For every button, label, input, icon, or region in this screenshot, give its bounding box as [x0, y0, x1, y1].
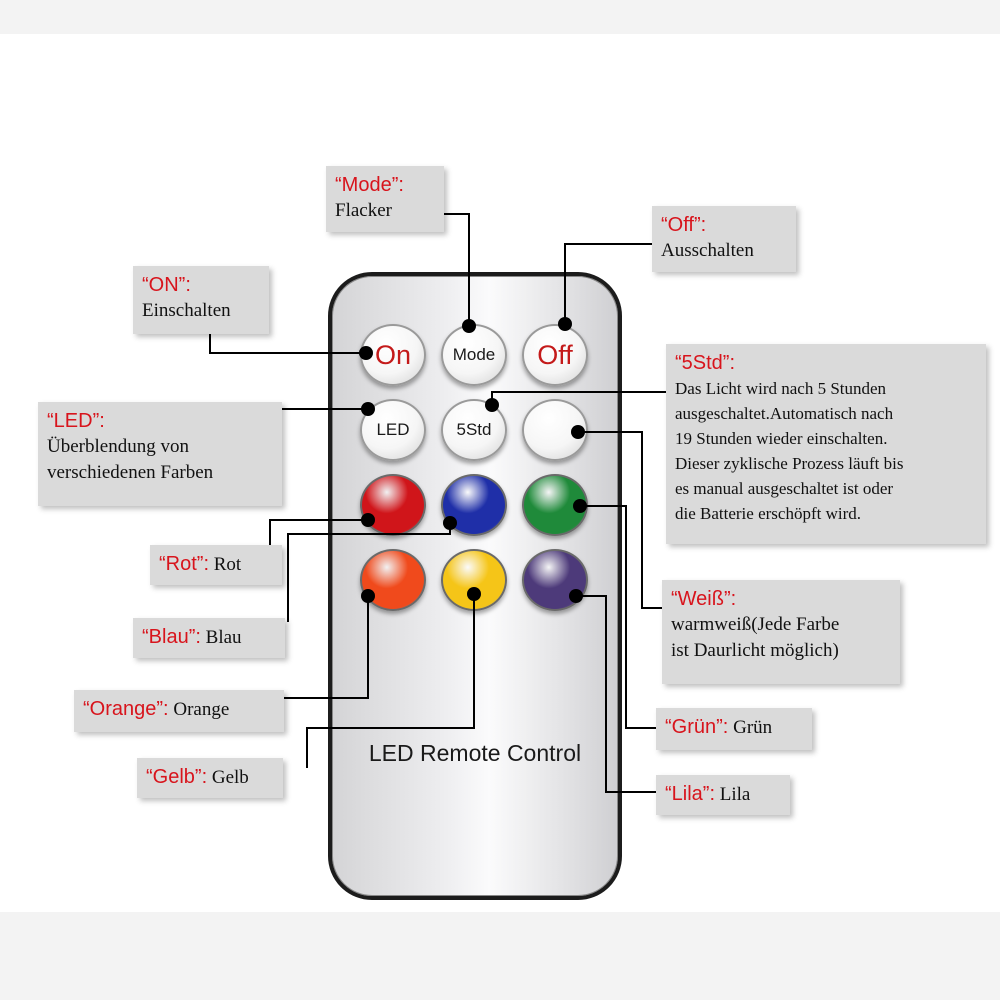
orange-callout-desc: Orange	[173, 699, 230, 720]
gruen-callout-desc: Grün	[733, 717, 773, 738]
gruen-callout-key: “Grün”:	[665, 716, 729, 738]
5std-callout: “5Std”: Das Licht wird nach 5 Stunden au…	[666, 344, 986, 544]
5std-leader-dot	[485, 398, 499, 412]
5std-callout-desc-line: 19 Stunden wieder einschalten.	[675, 429, 888, 448]
rot-callout: “Rot”: Rot	[150, 545, 282, 585]
rot-leader-line	[269, 519, 368, 548]
mode-button[interactable]: Mode	[441, 324, 507, 386]
remote-title: LED Remote Control	[368, 740, 582, 766]
off-callout-key: “Off”:	[661, 214, 707, 236]
mode-leader-dot	[462, 319, 476, 333]
on-button-label: On	[374, 339, 412, 370]
gelb-leader-dot	[467, 587, 481, 601]
gruen-leader-dot	[573, 499, 587, 513]
top-background-band	[0, 0, 1000, 34]
lila-leader-line	[576, 595, 660, 793]
led-leader-dot	[361, 402, 375, 416]
lila-callout: “Lila”: Lila	[656, 775, 790, 815]
5std-button-label: 5Std	[456, 420, 492, 439]
5std-callout-desc-line: die Batterie erschöpft wird.	[675, 504, 861, 523]
lila-callout-desc: Lila	[719, 784, 751, 805]
5std-callout-desc-line: es manual ausgeschaltet ist oder	[675, 479, 894, 498]
off-leader-dot	[558, 317, 572, 331]
mode-button-label: Mode	[452, 345, 496, 364]
orange-callout-key: “Orange”:	[83, 698, 169, 720]
weiss-callout-key: “Weiß”:	[671, 588, 737, 610]
lila-leader-dot	[569, 589, 583, 603]
on-callout-desc: Einschalten	[142, 300, 231, 321]
on-leader-dot	[359, 346, 373, 360]
green-button[interactable]	[522, 474, 588, 536]
gelb-callout-key: “Gelb”:	[146, 766, 208, 788]
gelb-callout: “Gelb”: Gelb	[137, 758, 283, 798]
led-callout-desc-line: verschiedenen Farben	[47, 462, 214, 483]
led-button[interactable]: LED	[360, 399, 426, 461]
bottom-background-band	[0, 912, 1000, 1000]
led-callout-desc-line: Überblendung von	[47, 436, 189, 457]
mode-leader-line	[444, 213, 470, 326]
5std-callout-desc-line: Das Licht wird nach 5 Stunden	[675, 379, 887, 398]
gruen-callout: “Grün”: Grün	[656, 708, 812, 750]
5std-callout-key: “5Std”:	[675, 352, 736, 374]
lila-callout-key: “Lila”:	[665, 783, 716, 805]
gruen-leader-line	[580, 505, 658, 729]
blau-callout: “Blau”: Blau	[133, 618, 285, 658]
off-leader-line	[564, 243, 654, 326]
off-callout: “Off”: Ausschalten	[652, 206, 796, 272]
rot-callout-desc: Rot	[213, 554, 242, 575]
off-button-label: Off	[537, 339, 573, 370]
5std-callout-desc-line: ausgeschaltet.Automatisch nach	[675, 404, 894, 423]
led-callout: “LED”: Überblendung von verschiedenen Fa…	[38, 402, 282, 506]
5std-leader-line	[491, 391, 666, 405]
weiss-leader-dot	[571, 425, 585, 439]
mode-callout: “Mode”: Flacker	[326, 166, 444, 232]
rot-callout-key: “Rot”:	[159, 553, 209, 575]
blau-leader-dot	[443, 516, 457, 530]
led-button-label: LED	[376, 420, 410, 439]
orange-leader-line	[282, 596, 369, 699]
weiss-callout-desc-line: warmweiß(Jede Farbe	[671, 614, 840, 635]
led-callout-key: “LED”:	[47, 410, 105, 432]
orange-leader-dot	[361, 589, 375, 603]
blau-callout-key: “Blau”:	[142, 626, 201, 648]
off-button[interactable]: Off	[522, 324, 588, 386]
5std-callout-desc-line: Dieser zyklische Prozess läuft bis	[675, 454, 904, 473]
orange-callout: “Orange”: Orange	[74, 690, 284, 732]
mode-callout-desc: Flacker	[335, 200, 392, 221]
mode-callout-key: “Mode”:	[335, 174, 404, 196]
gelb-callout-desc: Gelb	[211, 767, 249, 788]
weiss-callout-desc-line: ist Daurlicht möglich)	[671, 640, 839, 661]
gelb-leader-line	[306, 594, 475, 768]
weiss-callout: “Weiß”: warmweiß(Jede Farbe ist Daurlich…	[662, 580, 900, 684]
on-callout: “ON”: Einschalten	[133, 266, 269, 334]
weiss-leader-line	[578, 431, 666, 609]
off-callout-desc: Ausschalten	[661, 240, 754, 261]
rot-leader-dot	[361, 513, 375, 527]
blau-callout-desc: Blau	[205, 627, 242, 648]
on-callout-key: “ON”:	[142, 274, 191, 296]
